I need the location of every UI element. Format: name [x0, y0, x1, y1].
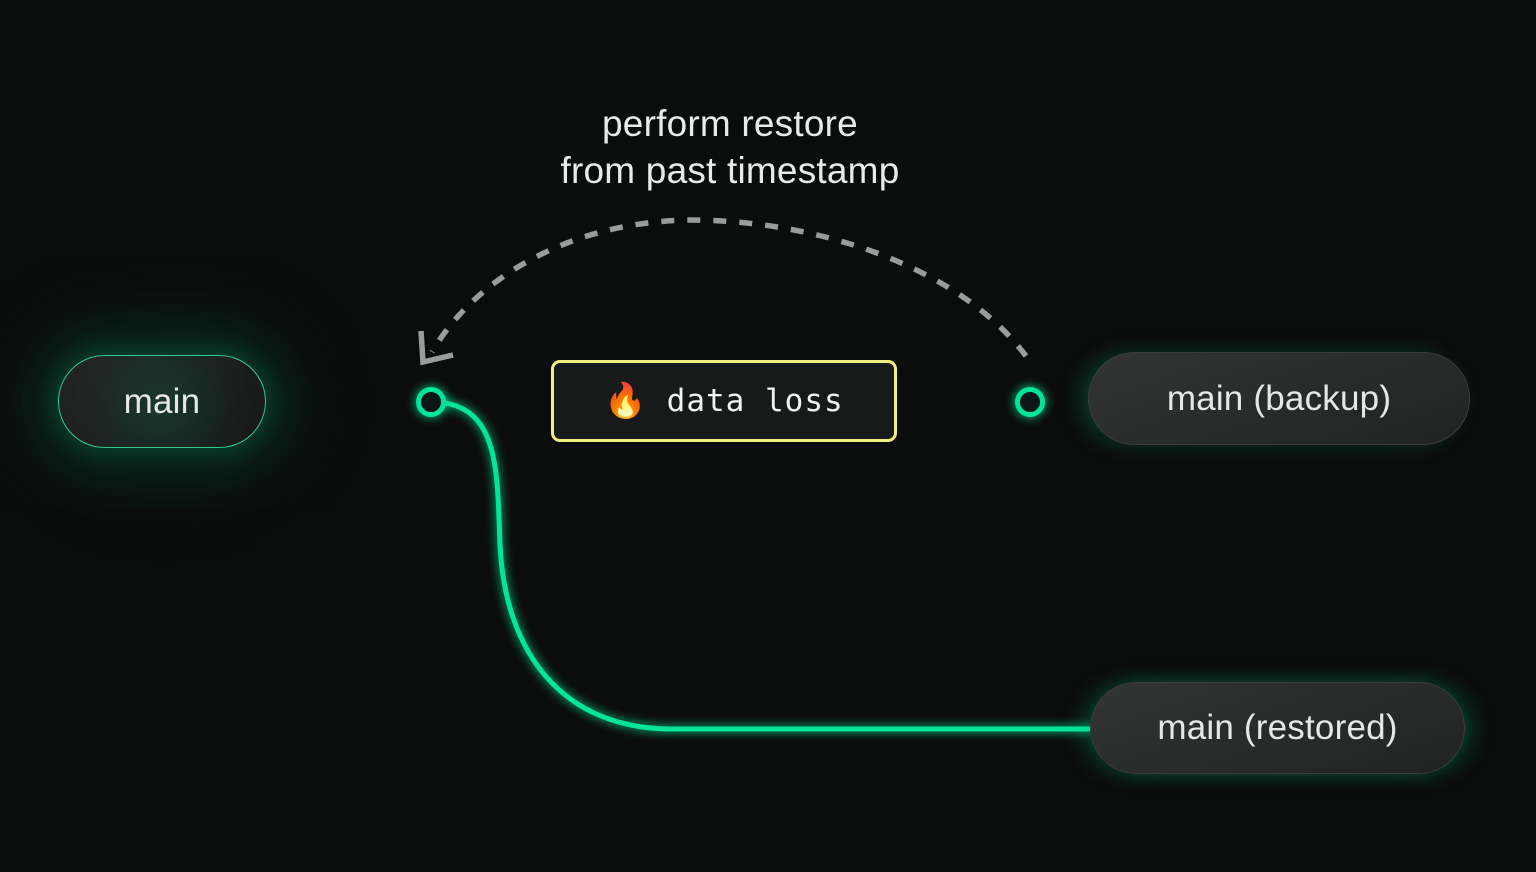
node-main-label: main [123, 381, 201, 421]
node-main-restored-label: main (restored) [1157, 708, 1398, 747]
node-main-restored[interactable]: main (restored) [1090, 682, 1465, 774]
node-main-backup[interactable]: main (backup) [1088, 352, 1470, 445]
commit-dot-branch-point[interactable] [416, 387, 446, 417]
node-main[interactable]: main [58, 355, 266, 448]
commit-dot-backup-point[interactable] [1015, 387, 1045, 417]
data-loss-label: data loss [666, 383, 844, 419]
edge-branch-to-restored [428, 399, 1093, 732]
restore-arrow-path [429, 217, 1029, 358]
restore-caption: perform restore from past timestamp [560, 103, 900, 191]
restore-arrowhead-icon [418, 330, 454, 366]
node-main-backup-label: main (backup) [1166, 378, 1392, 418]
data-loss-badge[interactable]: 🔥 data loss [551, 360, 897, 442]
fire-icon: 🔥 [604, 382, 647, 420]
